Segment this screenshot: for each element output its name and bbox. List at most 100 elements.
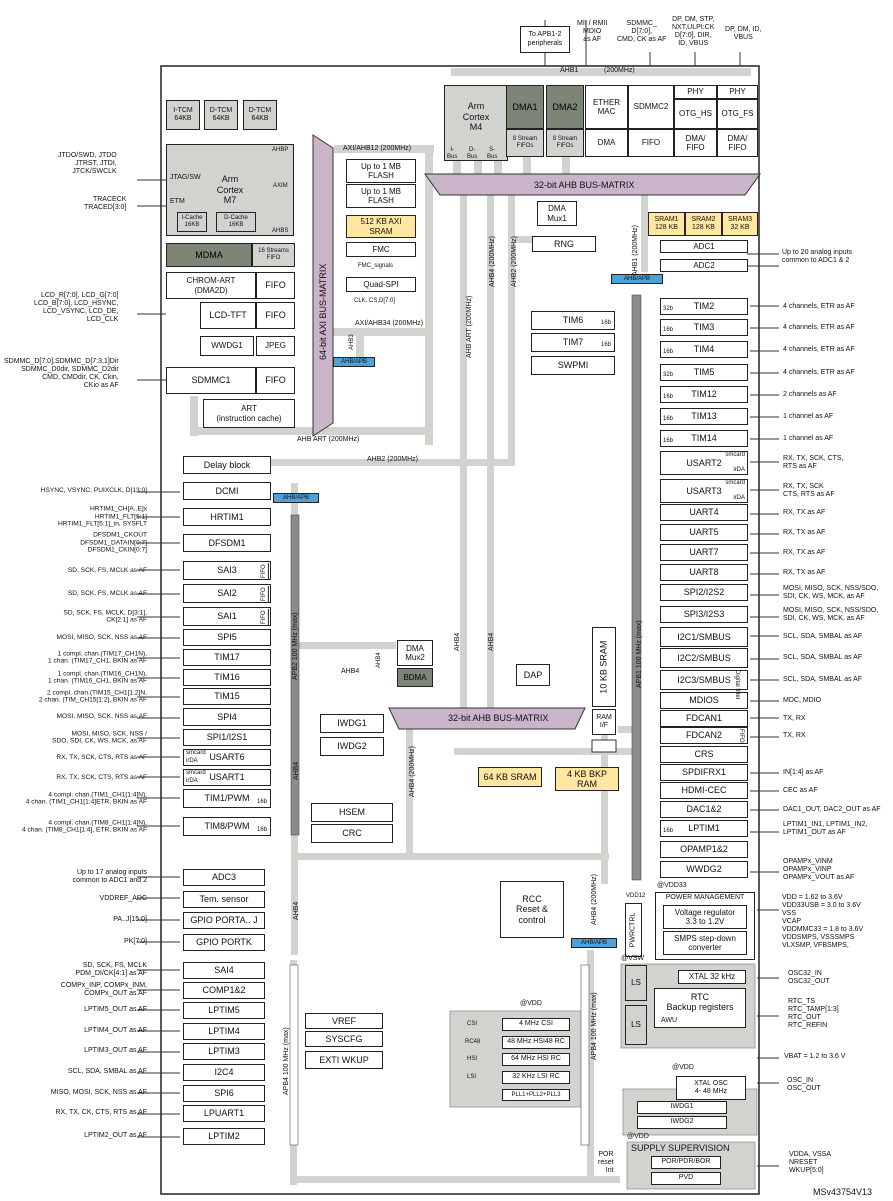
- ahb1-vertical-label: AHB1 (200MHz): [632, 225, 639, 276]
- apb2-label: APB2 100 MHz (max): [292, 612, 299, 680]
- apb2-pin-label: RX, TX, SCK, CTS, RTS as AF: [56, 753, 147, 761]
- width-label: 16b: [663, 327, 674, 334]
- dma2-fifos: 8 Stream FIFOs: [546, 129, 584, 157]
- apb4-pin-label: VDDREF_ADC: [99, 894, 147, 902]
- xtal-32khz: XTAL 32 kHz: [678, 970, 746, 984]
- wwdg1: WWDG1: [200, 336, 254, 356]
- power-pins: VDD = 1.62 to 3.6V VDD33USB = 3.0 to 3.6…: [782, 894, 864, 950]
- apb1-pin-label: 1 channel as AF: [783, 412, 834, 420]
- etm-label: ETM: [170, 198, 185, 205]
- apb1-block: MDIOS: [660, 692, 748, 709]
- irda-label: irDA: [186, 758, 198, 765]
- apb4-pin-label: COMPx_INP, COMPx_INM, COMPx_OUT as AF: [60, 981, 147, 997]
- sdmmc1-pins: SDMMC_D[7:0],SDMMC_D[7:3,1]Dir SDMMC_D0d…: [4, 358, 119, 390]
- otg-hs-fifo: DMA/ FIFO: [674, 129, 717, 157]
- quad-spi: Quad-SPI: [346, 277, 416, 292]
- apb1-block-label: TIM4: [693, 344, 715, 355]
- iwdg1: IWDG1: [637, 1101, 727, 1114]
- ahb-bus-matrix-2-shape: [388, 707, 586, 730]
- chrom-art: CHROM-ART (DMA2D): [166, 272, 256, 299]
- dap: DAP: [516, 664, 550, 686]
- adc-analog-inputs: Up to 20 analog inputs common to ADC1 & …: [782, 249, 853, 265]
- width-label: 16b: [256, 827, 267, 834]
- apb1-pin-label: CEC as AF: [783, 786, 818, 794]
- apb2-block-label: TIM15: [214, 691, 240, 702]
- otg-fs: OTG_FS: [717, 99, 758, 129]
- smcard-label: smcard: [186, 770, 206, 776]
- dma-mux1: DMA Mux1: [537, 201, 577, 226]
- dma1: DMA1: [506, 85, 544, 129]
- ahb2-vertical-label: AHB2 (200MHz): [511, 236, 518, 287]
- axim-label: AXIM: [273, 183, 288, 189]
- sdmmc2: SDMMC2: [628, 85, 674, 129]
- tim6-label: TIM6: [562, 315, 584, 326]
- swpmi: SWPMI: [531, 356, 615, 375]
- apb2-pin-label: 1 compl. chan.(TIM17_CH1N), 1 chan. (TIM…: [48, 649, 147, 665]
- apb1-pin-label: RX, TX as AF: [783, 568, 826, 576]
- apb2-pin-label: MOSI, MISO, SCK, NSS / SDO, SDI, CK, WS,…: [52, 729, 147, 745]
- apb1-pin-label: SCL, SDA, SMBAL as AF: [783, 632, 863, 640]
- ahb-apb-bridge-4: AHB/APB: [571, 938, 617, 948]
- dma-mux2: DMA Mux2: [397, 640, 433, 666]
- bdma: BDMA: [397, 668, 433, 687]
- apb4-block-label: GPIO PORTA.. J: [190, 915, 258, 926]
- phy-hs: PHY: [674, 85, 717, 99]
- vdd-label-3: @VDD: [627, 1133, 649, 1140]
- power-management-title: POWER MANAGEMENT: [665, 894, 745, 901]
- apb2-block-label: SPI5: [217, 632, 237, 643]
- axi-ahb12-label: AXI/AHB12 (200MHz): [343, 145, 412, 152]
- apb2-pin-label: 4 compl. chan.(TIM1_CH1[1:4]N), 4 chan. …: [25, 790, 147, 806]
- flash-2: Up to 1 MB FLASH: [346, 184, 416, 208]
- iwdg2: IWDG2: [637, 1116, 727, 1129]
- supply-supervision: SUPPLY SUPERVISION: [631, 1143, 730, 1153]
- awu-label: AWU: [661, 1017, 678, 1024]
- width-label: 16b: [663, 394, 674, 401]
- rng: RNG: [532, 236, 596, 252]
- width-label: 16b: [663, 438, 674, 445]
- apb1-block-label: FDCAN2: [685, 730, 722, 741]
- apb4-block-label: I2C4: [214, 1067, 234, 1078]
- ahb-art-label: AHB ART (200MHz): [297, 436, 360, 443]
- apb1-pin-label: 1 channel as AF: [783, 434, 834, 442]
- ahb-apb-bridge-3: AHB/APB: [273, 493, 319, 503]
- ethernet-dma: DMA: [585, 129, 628, 157]
- apb1-block: UART5: [660, 524, 748, 541]
- sram-10kb: 10 KB SRAM: [592, 627, 616, 707]
- width-label: 32b: [663, 306, 674, 313]
- jtag-sw: JTAG/SW: [170, 174, 201, 181]
- ibus-label: I- Bus: [447, 147, 458, 160]
- sdmmc1: SDMMC1: [166, 367, 256, 394]
- sdmmc1-fifo: FIFO: [256, 367, 295, 394]
- fifo-label: FIFO: [261, 586, 269, 603]
- apb2-bar: [290, 514, 300, 836]
- apb1-block: OPAMP1&2: [660, 841, 748, 858]
- adc1: ADC1: [660, 240, 748, 253]
- apb1-block: SPI2/I2S2: [660, 584, 748, 601]
- csi-4mhz: 4 MHz CSI: [502, 1018, 570, 1031]
- apb4-pin-label: SD, SCK, FS, MCLK PDM_DI/CK[4:1] as AF: [75, 961, 147, 977]
- pwrctrl-label: PWRCTRL: [629, 912, 637, 948]
- apb2-block-label: SAI1: [217, 611, 237, 622]
- apb1-pin-label: DAC1_OUT, DAC2_OUT as AF: [783, 805, 881, 813]
- apb2-pin-label: RX, TX, SCK, CTS, RTS as AF: [56, 773, 147, 781]
- phy-fs: PHY: [717, 85, 758, 99]
- apb1-block-label: UART8: [689, 567, 719, 578]
- dbus-label: D- Bus: [467, 147, 478, 160]
- csi-label: CSI: [467, 1021, 478, 1027]
- hsem: HSEM: [311, 803, 393, 822]
- rtc-pins: RTC_TS RTC_TAMP[1:3] RTC_OUT RTC_REFIN: [788, 998, 839, 1030]
- sram2: SRAM2 128 KB: [685, 212, 722, 236]
- apb4-block: Tem. sensor: [183, 891, 265, 908]
- ahbp-label: AHBP: [272, 147, 289, 153]
- ahb-apb-bridge-1: AHB/APB: [333, 357, 375, 367]
- vref: VREF: [305, 1013, 383, 1029]
- apb4-pin-label: RX, TX, CK, CTS, RTS as AF: [55, 1108, 147, 1116]
- ahb4-vertical-label: AHB4 (200MHz): [489, 236, 496, 287]
- osc32-pins: OSC32_IN OSC32_OUT: [788, 970, 830, 986]
